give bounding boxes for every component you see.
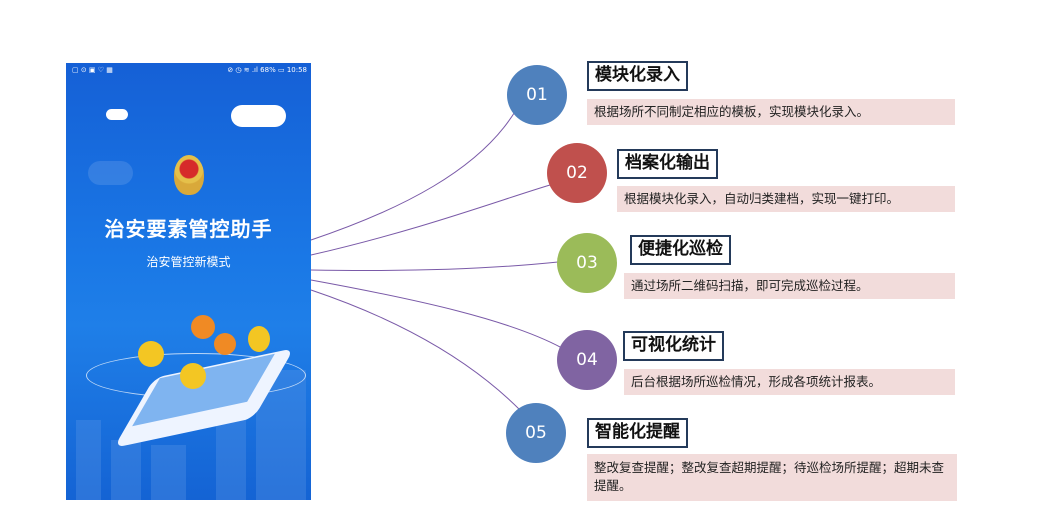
- feature-title: 智能化提醒: [587, 418, 688, 448]
- status-bar-right: ⊘ ◷ ≋ .ıl 68% ▭ 10:58: [227, 66, 307, 74]
- feature-title: 可视化统计: [623, 331, 724, 361]
- feature-number-04: 04: [557, 330, 617, 390]
- app-screenshot: ▢ ⊙ ▣ ♡ ▦ ⊘ ◷ ≋ .ıl 68% ▭ 10:58 治安要素管控助手…: [66, 63, 311, 500]
- app-title: 治安要素管控助手: [104, 217, 273, 241]
- feature-desc: 根据场所不同制定相应的模板，实现模块化录入。: [587, 99, 955, 125]
- cloud-icon: [106, 109, 128, 120]
- feature-desc: 后台根据场所巡检情况，形成各项统计报表。: [624, 369, 955, 395]
- cloud-icon: [231, 105, 286, 127]
- status-icons: ▢ ⊙ ▣ ♡ ▦: [72, 66, 113, 74]
- police-badge-icon: [214, 333, 236, 355]
- feature-title: 模块化录入: [587, 61, 688, 91]
- cloud-icon: [88, 161, 133, 185]
- app-slogan: 治安管控新模式: [146, 255, 231, 269]
- feature-title: 便捷化巡检: [630, 235, 731, 265]
- feature-title: 档案化输出: [617, 149, 718, 179]
- feature-desc: 根据模块化录入，自动归类建档，实现一键打印。: [617, 186, 955, 212]
- feature-number-05: 05: [506, 403, 566, 463]
- battery-level: 68%: [260, 66, 276, 74]
- gun-icon: [191, 315, 215, 339]
- police-emblem-icon: [174, 155, 204, 195]
- feature-desc: 通过场所二维码扫描，即可完成巡检过程。: [624, 273, 955, 299]
- feature-number-01: 01: [507, 65, 567, 125]
- feature-number-03: 03: [557, 233, 617, 293]
- feature-desc: 整改复查提醒；整改复查超期提醒；待巡检场所提醒；超期未查提醒。: [587, 454, 957, 501]
- handcuffs-icon: [138, 341, 164, 367]
- feature-number-02: 02: [547, 143, 607, 203]
- police-car-icon: [180, 363, 206, 389]
- handcuffs-icon: [248, 326, 270, 352]
- clock: 10:58: [286, 66, 307, 74]
